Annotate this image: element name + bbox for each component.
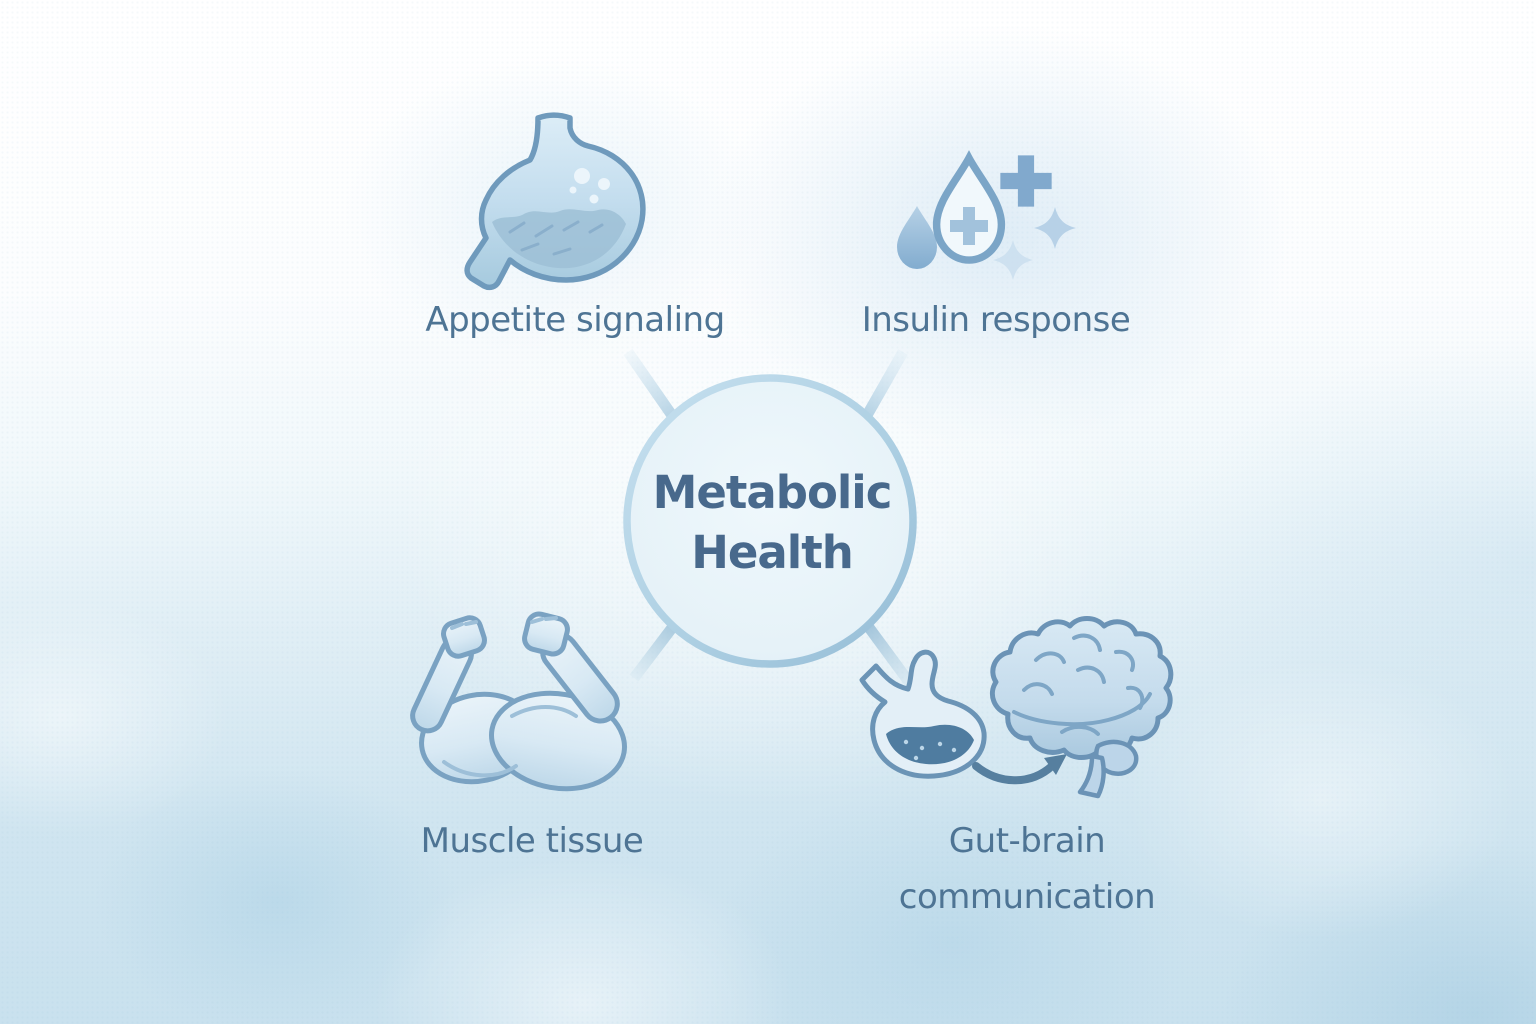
stomach-content-chunks [508,220,604,256]
stomach-brain-arrow-icon [859,616,1174,799]
insulin-response-label: Insulin response [861,300,1131,340]
hub-title-line1: Metabolic [652,466,893,519]
sparkle-icon [1034,207,1076,249]
hub-circle [623,374,917,668]
right-arm [489,611,627,792]
brain-icon [990,616,1174,799]
gut-brain-communication-label: Gut-brain communication [807,813,1247,925]
insulin-droplet-cross-icon [897,150,1076,280]
gut-brain-label-line1: Gut-brain [948,821,1106,861]
sparkle-icon-light [993,240,1033,280]
hub-title-line2: Health [691,526,854,579]
medical-cross-icon [1000,155,1052,207]
appetite-signaling-label: Appetite signaling [425,300,725,340]
stomach-icon [464,112,646,291]
muscle-tissue-label: Muscle tissue [420,821,644,861]
gut-stomach-icon [859,649,987,779]
droplet-cross-icon [950,207,988,245]
stomach-contents [492,209,626,269]
flexed-biceps-icon [410,611,627,792]
hub-title: Metabolic Health [602,448,942,598]
small-droplet-icon [897,206,937,269]
gut-brain-label-line2: communication [898,877,1156,917]
signal-arrow-icon [972,754,1067,785]
gut-contents [886,724,974,765]
brain-gyri-lines [1012,633,1152,736]
spoke-lines [623,348,917,690]
gut-content-dots [903,739,957,761]
stomach-bubbles [569,168,610,204]
muscle-contour-lines [442,616,578,778]
brainstem [1077,753,1106,799]
